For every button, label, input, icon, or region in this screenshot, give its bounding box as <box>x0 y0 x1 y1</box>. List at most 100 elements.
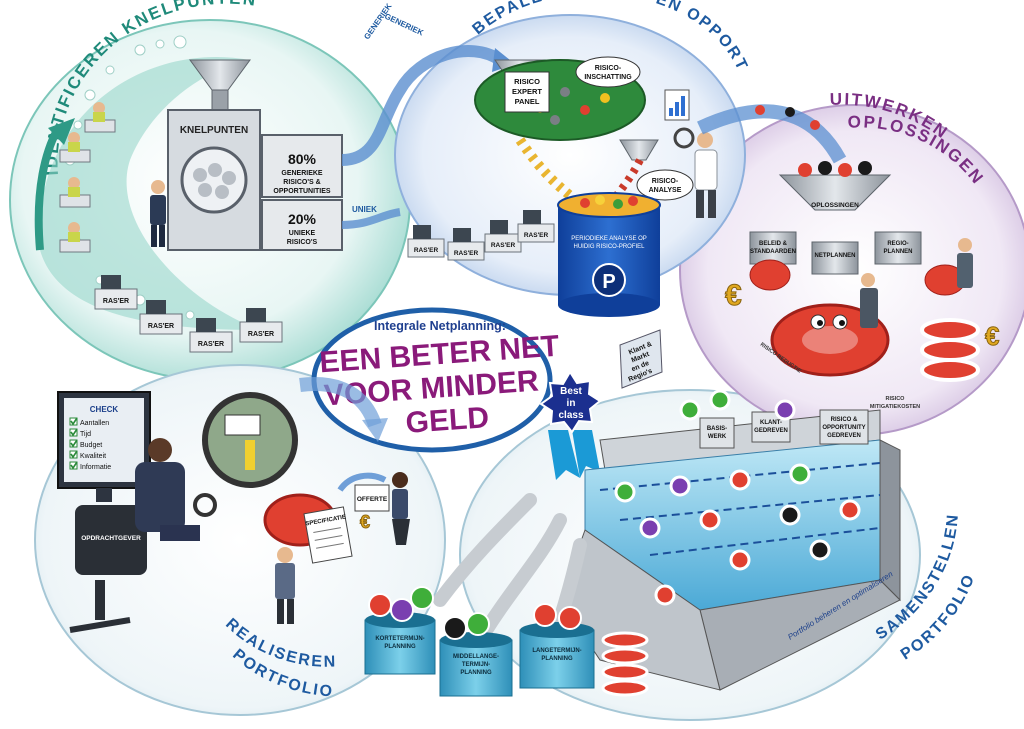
bucket-label: PLANNING <box>460 670 492 676</box>
raser-label: RAS'ER <box>248 331 274 338</box>
expert-label-1: RISICO <box>514 77 540 86</box>
inschatting-bubble <box>575 56 641 88</box>
raser-label: RAS'ER <box>103 298 129 305</box>
lane-label: KLANT- <box>760 420 782 426</box>
analyse-bubble <box>636 169 694 201</box>
raser-desk: RAS'ER <box>139 300 183 335</box>
drum-balls <box>193 163 236 199</box>
badge-label-1: Best <box>560 386 582 397</box>
chart-board-bars <box>669 96 685 116</box>
magnifier-icon <box>673 127 695 149</box>
machine-drum <box>180 146 248 214</box>
inschatting-label-2: INSCHATTING <box>584 74 632 81</box>
workstation-group <box>59 102 116 253</box>
generic-flow-arrow <box>341 45 504 166</box>
generic-label-2: RISICO'S & <box>283 179 320 186</box>
lane-label: WERK <box>708 434 727 440</box>
unique-box <box>261 199 343 251</box>
svg-text:€: € <box>725 279 742 312</box>
checkmark-icon <box>70 417 78 470</box>
bucket-label: PLANNING <box>541 656 573 662</box>
bin-label: NETPLANNEN <box>814 253 855 259</box>
ball-stream <box>515 137 593 215</box>
lane-label: BASIS- <box>707 426 727 432</box>
solution-bin: REGIO- PLANNEN <box>874 231 922 265</box>
generic-label-1: GENERIEKE <box>281 170 323 177</box>
bucket-label: LANGETERMIJN- <box>532 648 581 654</box>
checklist-item: Budget <box>80 442 102 449</box>
mitigatie-label-2: MITIGATIEKOSTEN <box>870 404 920 410</box>
badge-ribbon <box>548 430 580 480</box>
lifebuoy-stack <box>920 318 980 382</box>
generiek-top-label: GENERIEK <box>383 12 425 38</box>
lane-label: OPPORTUNITY <box>822 425 865 431</box>
checklist-item: Informatie <box>80 464 111 471</box>
person-figure <box>860 238 973 328</box>
expert-panel-sign <box>504 71 550 113</box>
raser-desk: RAS'ER <box>94 275 138 310</box>
title-subtitle: Integrale Netplanning: <box>374 319 506 333</box>
lane-pillar: RISICO & OPPORTUNITY GEDREVEN <box>819 409 869 445</box>
bin-label: BELEID & <box>759 241 788 247</box>
mini-mascot <box>749 259 791 291</box>
analyse-label-1: RISICO- <box>652 178 679 185</box>
raser-label: RAS'ER <box>414 247 439 254</box>
planning-bucket: KORTETERMIJN- PLANNING <box>364 612 436 675</box>
vat-label-2: HUIDIG RISICO-PROFIEL <box>573 244 645 250</box>
analyse-label-2: ANALYSE <box>649 187 682 194</box>
machine-title: KNELPUNTEN <box>180 125 248 136</box>
checklist-item: Aantallen <box>80 420 109 427</box>
funnel-balls <box>798 161 872 177</box>
raser-desk: RAS'ER <box>407 225 445 258</box>
offerte-label: OFFERTE <box>357 496 388 503</box>
bin-label: REGIO- <box>887 241 908 247</box>
vat-top <box>557 192 661 218</box>
cycle-arrowhead-icon <box>48 118 75 145</box>
lane-label: GEDREVEN <box>754 428 788 434</box>
realise-cycle-arrow <box>299 377 382 428</box>
unique-label-2: RISICO'S <box>287 239 318 246</box>
euro-icon: € <box>360 512 370 532</box>
bucket-label: MIDDELLANGE- <box>453 654 499 660</box>
specificatie-document <box>303 506 353 564</box>
solution-bin: NETPLANNEN <box>811 241 859 275</box>
raser-label: RAS'ER <box>148 323 174 330</box>
lane-pillar: BASIS- WERK <box>699 417 735 449</box>
generic-box <box>261 134 343 198</box>
unique-label-1: UNIEKE <box>289 230 316 237</box>
lane-label: GEDREVEN <box>827 433 861 439</box>
document-lines <box>313 527 344 549</box>
raser-desk: RAS'ER <box>484 220 522 253</box>
raser-label: RAS'ER <box>491 242 516 249</box>
bin-label: STANDAARDEN <box>750 249 796 255</box>
badge-label-3: class <box>558 410 583 421</box>
lifebuoy-mascot <box>770 303 890 377</box>
vat-badge <box>592 263 626 297</box>
mitigatie-label-1: RISICO <box>886 396 906 402</box>
raser-desk: RAS'ER <box>447 228 485 261</box>
bucket-label: PLANNING <box>384 644 416 650</box>
raser-label: RAS'ER <box>198 341 224 348</box>
vat-balls <box>580 195 638 209</box>
raser-label: RAS'ER <box>454 250 479 257</box>
solution-bin: BELEID & STANDAARDEN <box>749 231 797 265</box>
client-label: OPDRACHTGEVER <box>81 535 141 542</box>
solutions-funnel-label: OPLOSSINGEN <box>811 202 859 209</box>
analyse-funnel <box>619 139 659 161</box>
klant-markt-sign: Klant & Markt en de Regio's <box>619 329 663 389</box>
raser-label: RAS'ER <box>524 232 549 239</box>
inschatting-label-1: RISICO- <box>595 65 622 72</box>
exchange-arrow <box>337 472 387 492</box>
bucket-label: KORTETERMIJN- <box>375 636 424 642</box>
lane-label: RISICO & <box>831 417 858 423</box>
client-figure <box>135 438 200 541</box>
vat-label-1: PERIODIEKE ANALYSE OP <box>571 236 647 242</box>
bucket-balls <box>368 586 582 640</box>
swimmer-balls <box>614 389 861 606</box>
raser-desk: RAS'ER <box>239 308 283 343</box>
generic-percentage: 80% <box>288 151 317 167</box>
solutions-funnel <box>778 174 892 211</box>
best-in-class-badge <box>539 370 602 434</box>
flow-balls <box>755 105 820 130</box>
